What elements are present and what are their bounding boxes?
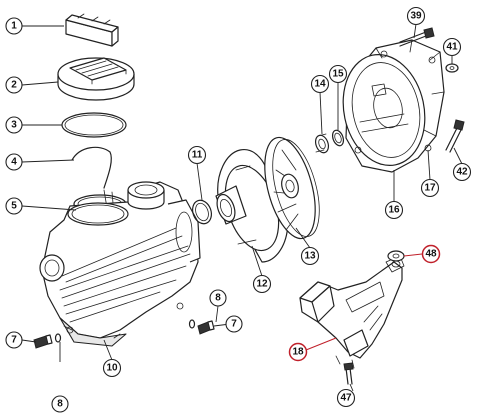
callout-3: 3 bbox=[5, 116, 23, 134]
callout-5: 5 bbox=[5, 197, 23, 215]
callout-48: 48 bbox=[421, 244, 441, 264]
svg-text:18: 18 bbox=[292, 347, 304, 358]
leader-lines bbox=[21, 23, 463, 392]
part-11-oring bbox=[191, 199, 213, 225]
part-41-washer bbox=[445, 63, 459, 73]
svg-text:10: 10 bbox=[106, 363, 118, 374]
callout-16: 16 bbox=[384, 200, 404, 220]
svg-text:15: 15 bbox=[332, 69, 344, 80]
callout-41: 41 bbox=[442, 37, 462, 57]
svg-text:48: 48 bbox=[425, 249, 437, 260]
callout-15: 15 bbox=[328, 64, 348, 84]
svg-text:7: 7 bbox=[11, 335, 17, 346]
callout-8a: 8 bbox=[51, 395, 69, 413]
part-39-screw bbox=[399, 27, 435, 47]
callout-14: 14 bbox=[310, 74, 330, 94]
callout-47: 47 bbox=[336, 388, 356, 408]
part-8b-oring bbox=[188, 319, 196, 329]
svg-text:4: 4 bbox=[11, 157, 17, 168]
svg-text:5: 5 bbox=[11, 201, 17, 212]
callout-1: 1 bbox=[5, 17, 23, 35]
callout-12: 12 bbox=[252, 274, 272, 294]
svg-text:7: 7 bbox=[231, 319, 237, 330]
svg-text:8: 8 bbox=[215, 293, 221, 304]
callout-11: 11 bbox=[187, 145, 207, 165]
callout-42: 42 bbox=[452, 162, 472, 182]
callout-8b: 8 bbox=[209, 289, 227, 307]
callout-17: 17 bbox=[420, 178, 440, 198]
part-42-bolt bbox=[445, 119, 465, 153]
callout-4: 4 bbox=[5, 153, 23, 171]
svg-text:41: 41 bbox=[446, 42, 458, 53]
callout-10: 10 bbox=[102, 358, 122, 378]
part-3-oring bbox=[61, 112, 127, 138]
svg-text:2: 2 bbox=[11, 80, 17, 91]
callout-39: 39 bbox=[406, 6, 426, 26]
svg-text:39: 39 bbox=[410, 11, 422, 22]
svg-text:17: 17 bbox=[424, 183, 436, 194]
part-7b-drain-plug bbox=[197, 320, 215, 335]
part-48-washer bbox=[387, 250, 405, 262]
part-13-impeller bbox=[264, 136, 320, 240]
part-1-handle bbox=[65, 13, 119, 47]
svg-text:3: 3 bbox=[11, 120, 17, 131]
callout-7b: 7 bbox=[225, 315, 243, 333]
part-8a-oring bbox=[54, 333, 62, 343]
svg-text:13: 13 bbox=[304, 251, 316, 262]
part-12-diffuser bbox=[215, 148, 289, 263]
svg-text:42: 42 bbox=[456, 167, 468, 178]
part-16-motor-flange bbox=[342, 39, 445, 173]
svg-text:47: 47 bbox=[340, 393, 352, 404]
callout-18: 18 bbox=[288, 342, 308, 362]
svg-text:14: 14 bbox=[314, 79, 326, 90]
callout-13: 13 bbox=[300, 246, 320, 266]
part-7a-drain-plug bbox=[33, 334, 53, 349]
svg-text:16: 16 bbox=[388, 205, 400, 216]
svg-text:12: 12 bbox=[256, 279, 268, 290]
part-14-seal bbox=[314, 133, 330, 154]
part-2-lid bbox=[57, 57, 135, 101]
callout-2: 2 bbox=[5, 76, 23, 94]
part-18-support-foot bbox=[299, 255, 405, 369]
callout-7a: 7 bbox=[5, 331, 23, 349]
svg-text:8: 8 bbox=[57, 399, 63, 410]
svg-text:1: 1 bbox=[11, 21, 17, 32]
part-47-screw bbox=[343, 362, 354, 385]
svg-text:11: 11 bbox=[192, 150, 203, 161]
part-4-clip bbox=[71, 146, 112, 189]
part-15-ring bbox=[331, 129, 345, 147]
part-10-pump-body bbox=[39, 181, 201, 347]
